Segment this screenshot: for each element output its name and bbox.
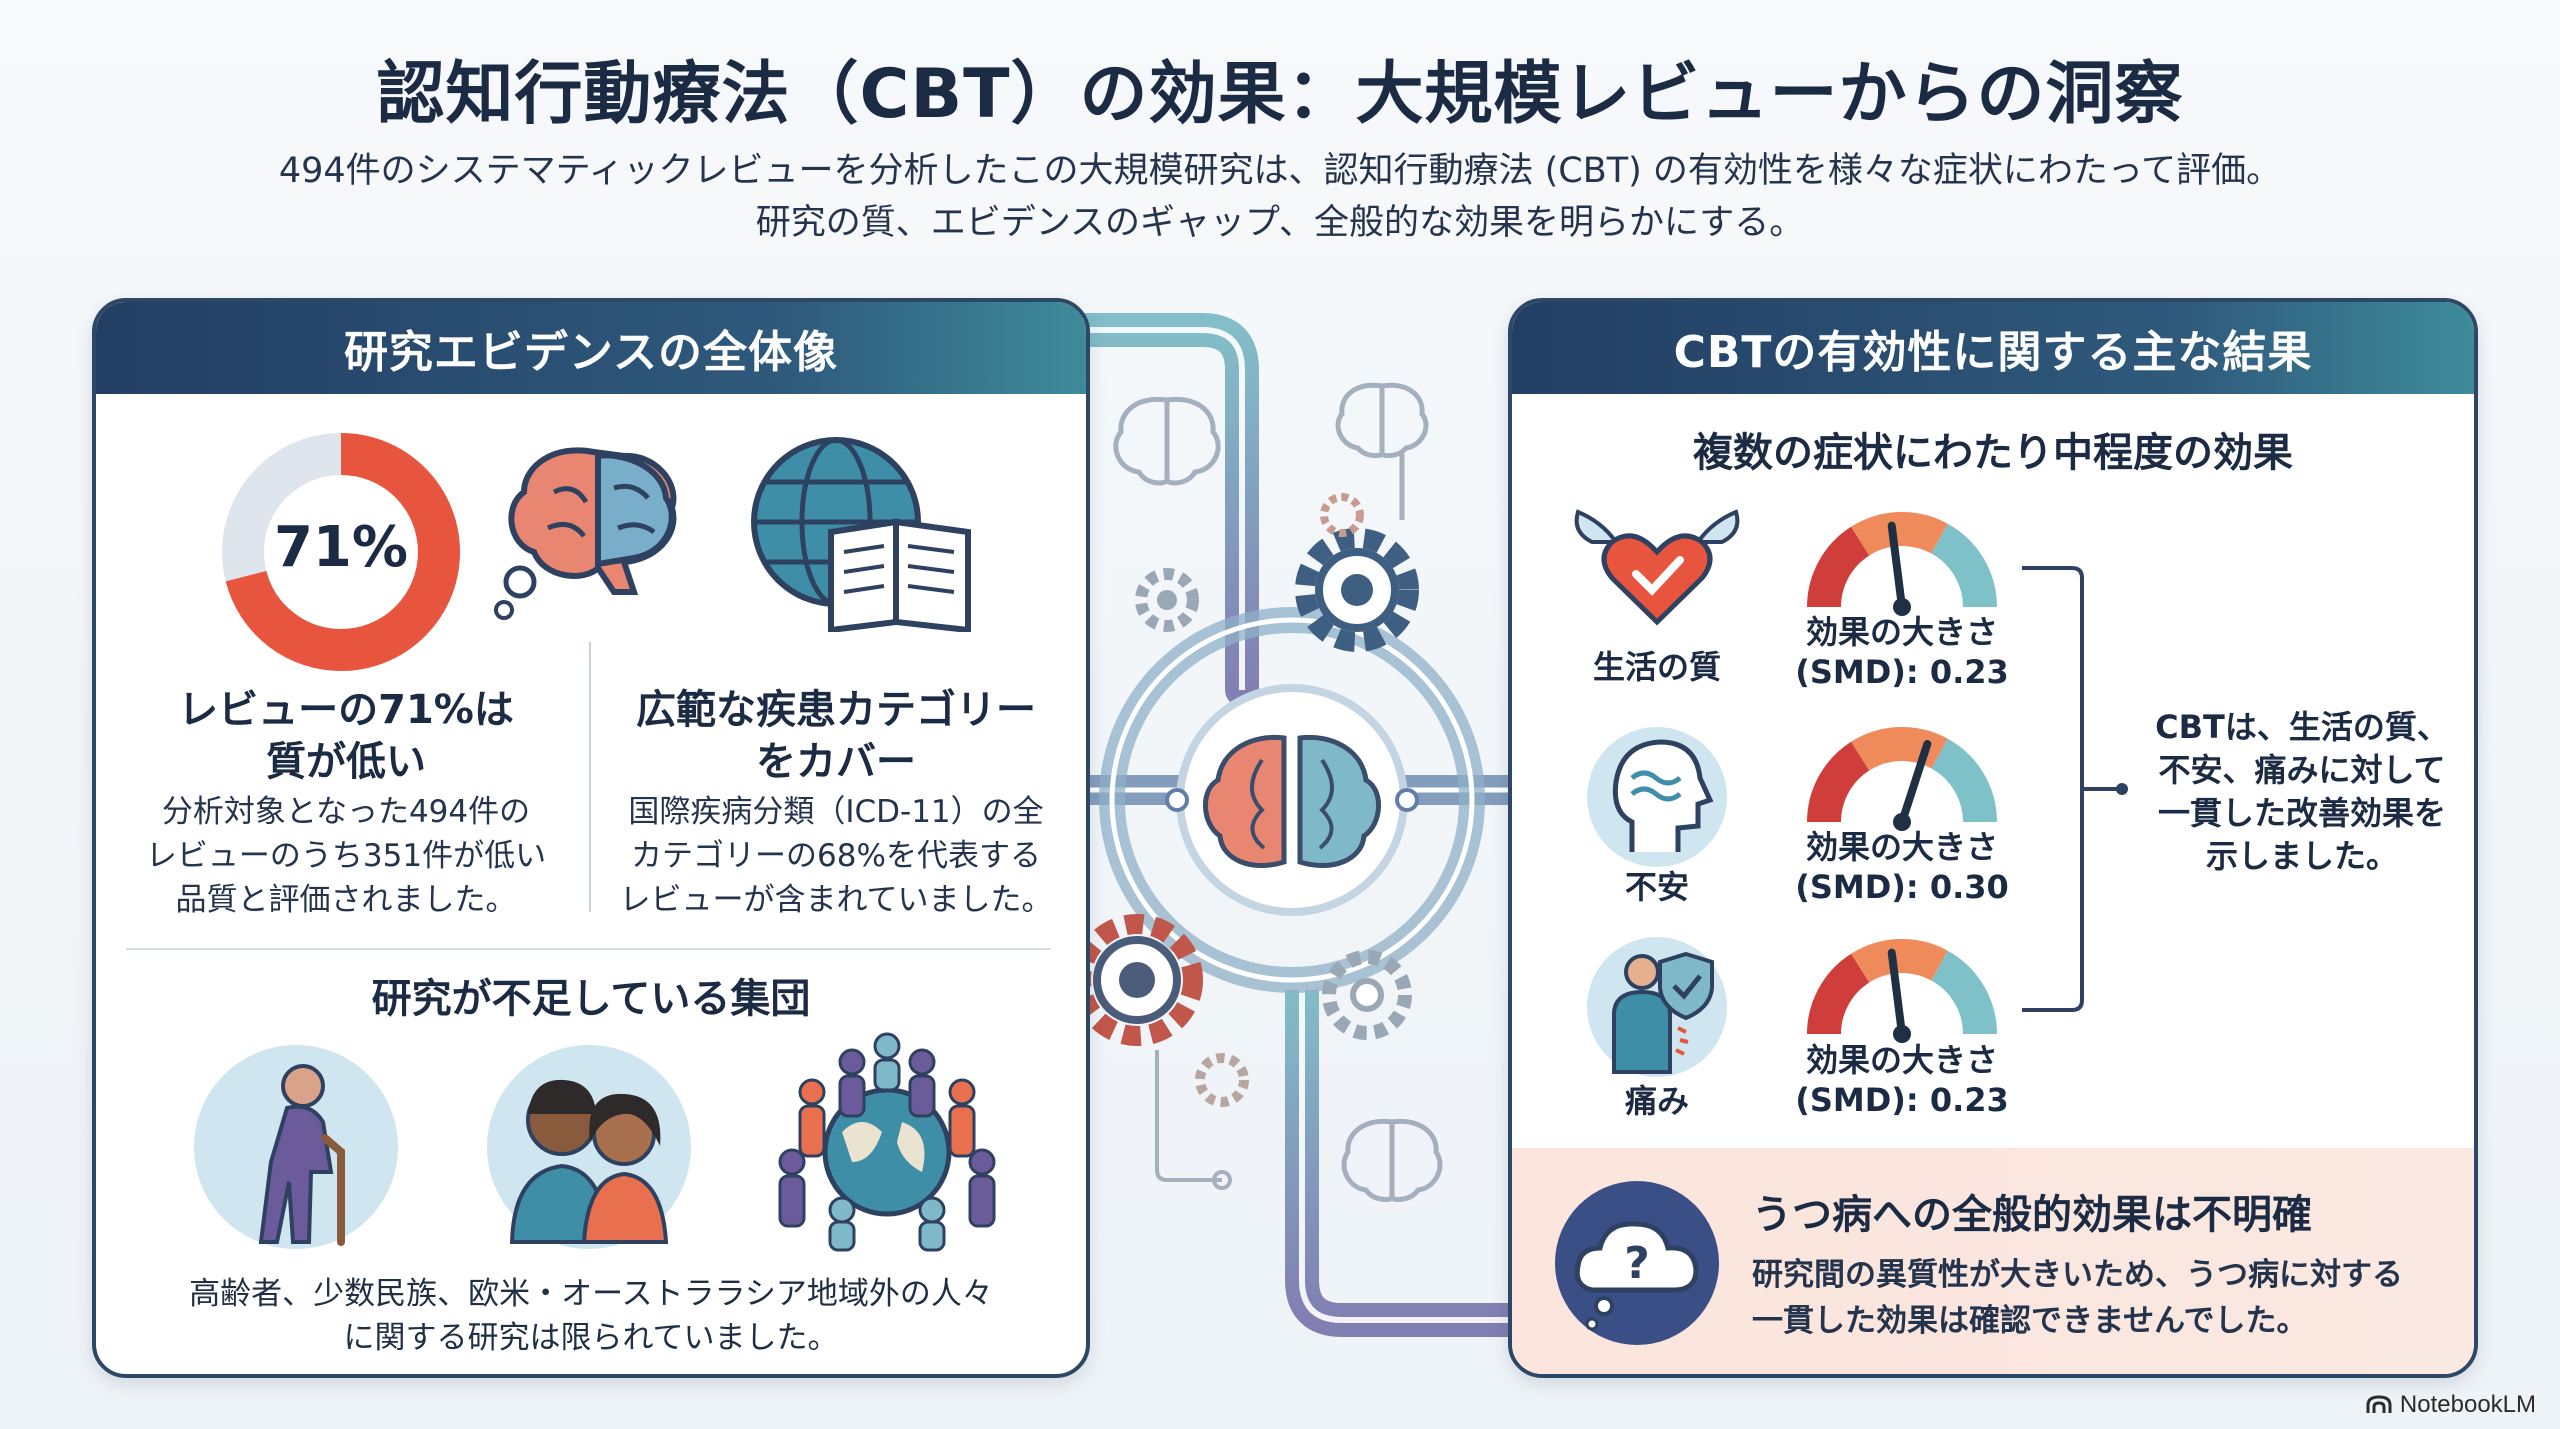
effect-size-value: (SMD): 0.30 [1795, 868, 2009, 906]
effect-size-anxiety: 効果の大きさ (SMD): 0.30 [1772, 827, 2032, 907]
coverage-desc-line-2: カテゴリーの68%を代表する [631, 838, 1041, 874]
coverage-title-line-2: をカバー [756, 739, 916, 785]
effect-size-value: (SMD): 0.23 [1795, 653, 2009, 691]
brain-thinking-icon [494, 447, 677, 620]
gear-icon [1295, 528, 1419, 652]
page-subtitle: 494件のシステマティックレビューを分析したこの大規模研究は、認知行動療法 (C… [0, 145, 2560, 249]
key-results-heading: CBTの有効性に関する主な結果 [1512, 302, 2474, 394]
coverage-description: 国際疾病分類（ICD-11）の全 カテゴリーの68%を代表する レビューが含まれ… [596, 790, 1076, 922]
heart-check-icon [1574, 509, 1740, 626]
gear-icon [1082, 914, 1203, 1046]
low-quality-donut-chart [222, 433, 460, 671]
summary-text: CBTは、生活の質、 不安、痛みに対して 一貫した改善効果を 示しました。 [2137, 706, 2467, 878]
gauge-segment [1930, 950, 1997, 1035]
evidence-overview-heading: 研究エビデンスの全体像 [96, 302, 1086, 394]
coverage-title: 広範な疾患カテゴリー をカバー [596, 684, 1076, 788]
evidence-overview-panel: 研究エビデンスの全体像 71% レビューの71%は 質が低い 分析対象となった4… [92, 298, 1090, 1378]
gear-icon [1322, 950, 1412, 1040]
vertical-divider [589, 642, 591, 912]
gauge-hub [1893, 598, 1911, 616]
effect-size-label: 効果の大きさ [1805, 613, 1998, 651]
understudied-desc-line-1: 高齢者、少数民族、欧米・オーストララシア地域外の人々 [189, 1276, 993, 1312]
gauge-segment [1851, 727, 1948, 771]
low-quality-desc-line-2: レビューのうち351件が低い [145, 838, 547, 874]
head-waves-icon [1587, 727, 1727, 867]
gauge-needle [1898, 740, 1932, 826]
gauge-segment [1807, 953, 1870, 1035]
summary-line-1: CBTは、生活の質、 [2155, 708, 2449, 746]
low-quality-desc-line-3: 品質と評価されました。 [175, 882, 517, 918]
outcome-label-quality-of-life: 生活の質 [1592, 648, 1721, 686]
question-mark-icon: ? [1624, 1238, 1650, 1289]
gauge-needle [1887, 521, 1906, 611]
low-quality-description: 分析対象となった494件の レビューのうち351件が低い 品質と評価されました。 [126, 790, 566, 922]
brand-name: NotebookLM [2399, 1391, 2536, 1418]
depression-description: 研究間の異質性が大きいため、うつ病に対する 一貫した効果は確認できませんでした。 [1752, 1252, 2452, 1344]
depression-title: うつ病への全般的効果は不明確 [1752, 1192, 2312, 1238]
pain-shield-icon [1587, 937, 1727, 1077]
effect-size-label: 効果の大きさ [1805, 1041, 1998, 1079]
summary-line-2: 不安、痛みに対して [2158, 751, 2446, 789]
horizontal-divider [126, 948, 1051, 950]
notebooklm-logo-icon [2366, 1395, 2392, 1413]
gear-icon [1320, 493, 1364, 537]
depression-desc-line-2: 一貫した効果は確認できませんでした。 [1752, 1303, 2308, 1339]
understudied-title: 研究が不足している集団 [371, 976, 811, 1022]
low-quality-title-line-1: レビューの71%は [178, 687, 514, 733]
minority-couple-icon [487, 1045, 691, 1249]
summary-line-4: 示しました。 [2205, 837, 2398, 875]
key-results-panel: CBTの有効性に関する主な結果 複数の症状にわたり中程度の効果 生活の質 不安 … [1508, 298, 2478, 1378]
low-quality-percent: 71% [273, 515, 409, 580]
page-title: 認知行動療法（CBT）の効果：大規模レビューからの洞察 [376, 55, 2184, 134]
low-quality-desc-line-1: 分析対象となった494件の [161, 794, 531, 830]
gauge-segment [1807, 526, 1870, 608]
outcome-label-anxiety: 不安 [1624, 868, 1689, 906]
summary-bracket [2022, 566, 2128, 1012]
brain-outline-icon [1341, 1118, 1443, 1203]
low-quality-title: レビューの71%は 質が低い [126, 684, 566, 788]
gauge-segment [1851, 939, 1948, 983]
question-cloud-icon: ? [1555, 1181, 1719, 1345]
effect-gauge-pain [1807, 939, 1997, 1043]
coverage-desc-line-1: 国際疾病分類（ICD-11）の全 [628, 794, 1044, 830]
gear-icon [1135, 568, 1199, 632]
low-quality-title-line-2: 質が低い [266, 739, 426, 785]
effect-size-pain: 効果の大きさ (SMD): 0.23 [1772, 1040, 2032, 1120]
outcome-label-pain: 痛み [1624, 1082, 1689, 1120]
understudied-description: 高齢者、少数民族、欧米・オーストララシア地域外の人々 に関する研究は限られていま… [96, 1272, 1086, 1360]
effect-size-value: (SMD): 0.23 [1795, 1081, 2009, 1119]
subtitle-line-1: 494件のシステマティックレビューを分析したこの大規模研究は、認知行動療法 (C… [278, 151, 2282, 191]
effect-gauge-quality-of-life [1807, 512, 1997, 616]
elderly-person-icon [194, 1045, 398, 1249]
effect-size-quality-of-life: 効果の大きさ (SMD): 0.23 [1772, 612, 2032, 692]
globe-people-icon [778, 1032, 996, 1252]
depression-desc-line-1: 研究間の異質性が大きいため、うつ病に対する [1752, 1257, 2403, 1293]
brain-outline-icon [1113, 396, 1221, 486]
brand-badge: NotebookLM [2366, 1391, 2536, 1419]
brain-icon [1203, 734, 1381, 868]
coverage-desc-line-3: レビューが含まれていました。 [619, 882, 1053, 918]
center-connector-illustration [1082, 313, 1508, 1400]
gauge-hub [1893, 1025, 1911, 1043]
subtitle-line-2: 研究の質、エビデンスのギャップ、全般的な効果を明らかにする。 [755, 203, 1805, 243]
globe-book-icon [751, 437, 971, 632]
gauge-needle [1887, 948, 1906, 1038]
effect-size-label: 効果の大きさ [1805, 828, 1998, 866]
gauge-segment [1930, 523, 1997, 608]
summary-line-3: 一貫した改善効果を [2157, 794, 2446, 832]
gauge-segment [1851, 512, 1948, 556]
understudied-desc-line-2: に関する研究は限られていました。 [343, 1320, 839, 1356]
coverage-title-line-1: 広範な疾患カテゴリー [636, 687, 1036, 733]
gear-icon [1195, 1053, 1249, 1107]
gauge-segment [1930, 738, 1997, 823]
donut-arc-low-quality [222, 433, 460, 671]
gauge-hub [1893, 813, 1911, 831]
effect-gauge-anxiety [1807, 727, 1997, 831]
moderate-effect-title: 複数の症状にわたり中程度の効果 [1693, 430, 2293, 476]
gauge-segment [1807, 741, 1870, 823]
brain-outline-icon [1335, 382, 1429, 520]
